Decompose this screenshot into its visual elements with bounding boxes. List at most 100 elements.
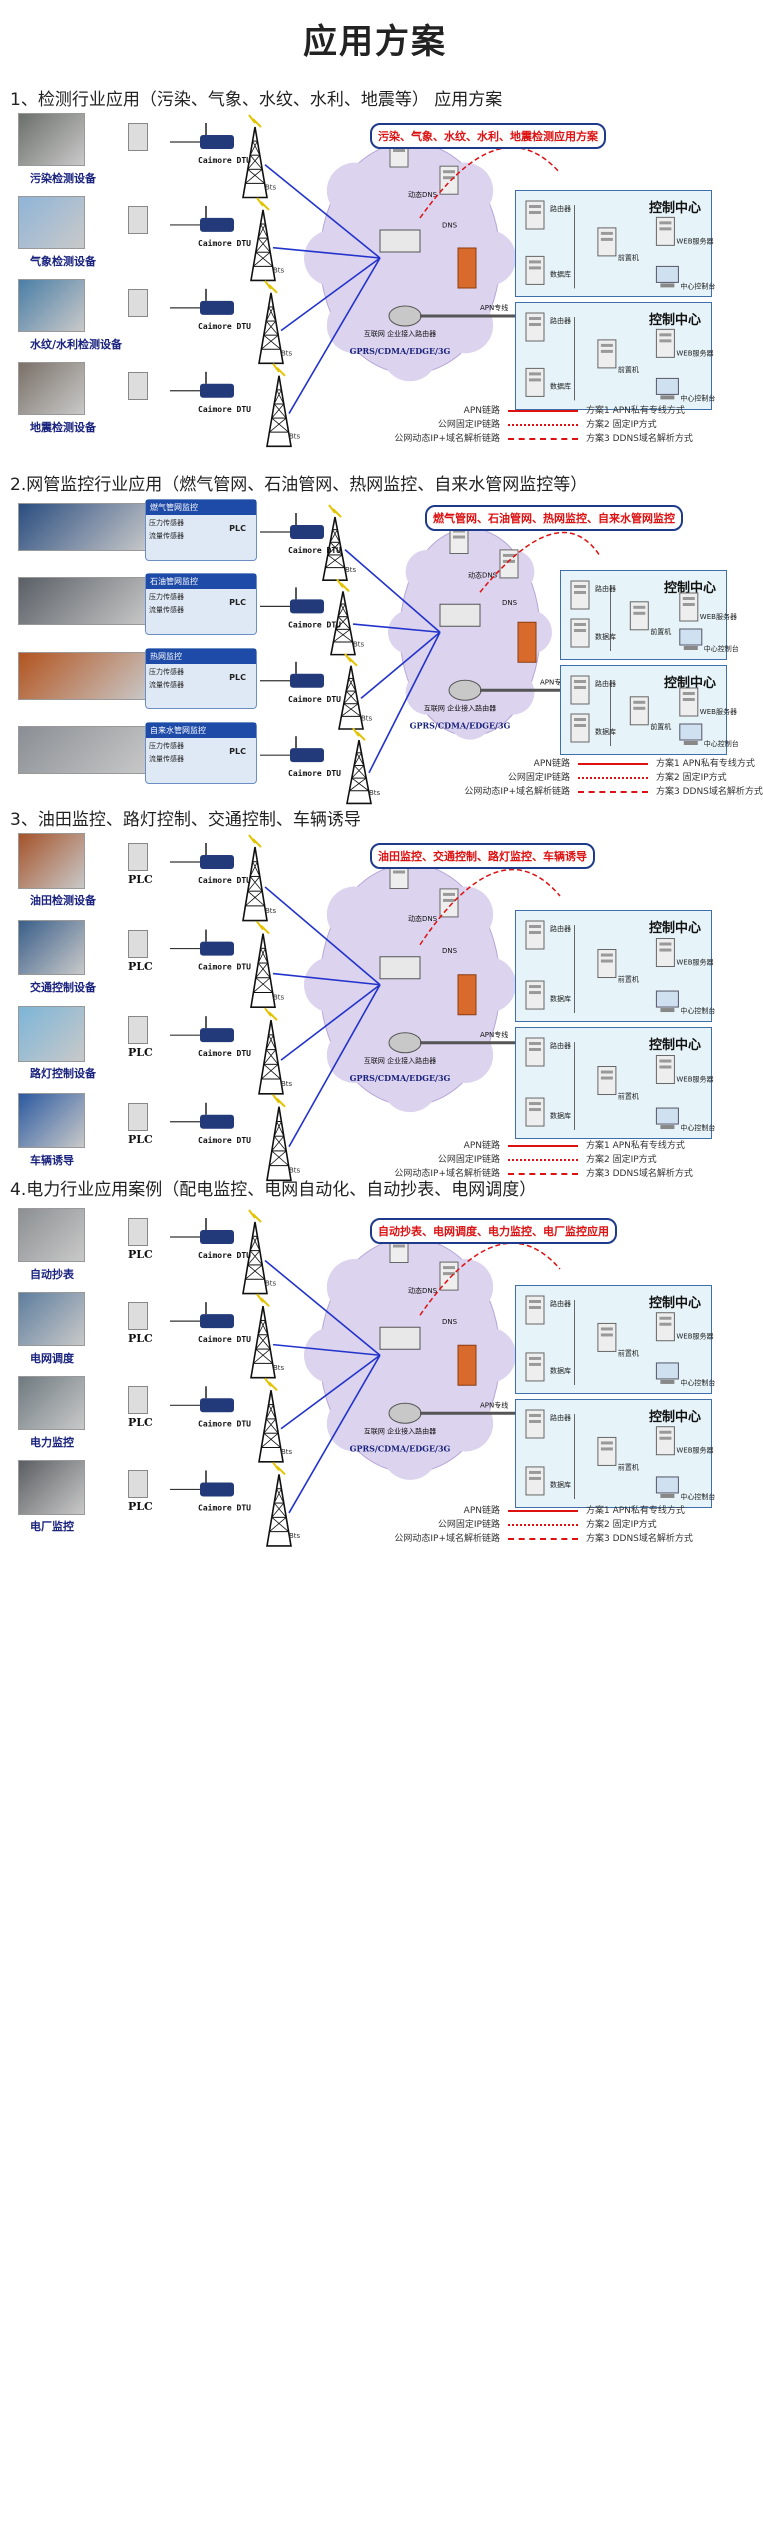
- cc-item-label: WEB服务器: [676, 236, 713, 245]
- cc-item-label: 路由器: [595, 679, 616, 688]
- cc-item-label: WEB服务器: [676, 349, 713, 358]
- router-label: 互联网 企业接入路由器: [364, 1056, 436, 1065]
- device-photo: [18, 1092, 85, 1149]
- dtu-label: Caimore DTU: [198, 1334, 251, 1344]
- dtu-device: [200, 941, 234, 956]
- cc-item-label: 中心控制台: [680, 1123, 715, 1132]
- gprs-label: GPRS/CDMA/EDGE/3G: [350, 346, 451, 356]
- wireless-link: [288, 1354, 381, 1514]
- plc-label: PLC: [128, 959, 153, 973]
- cc-item-label: 数据库: [550, 1366, 571, 1375]
- dtu-label: Caimore DTU: [198, 155, 251, 165]
- device-photo: [18, 1376, 85, 1431]
- page-title: 应用方案: [303, 22, 447, 62]
- device-caption: 水纹/水利检测设备: [30, 337, 123, 351]
- legend-right-label: 方案2 固定IP方式: [586, 420, 657, 430]
- plc-sensor-label: 流量传感器: [149, 755, 184, 764]
- legend-left-label: 公网固定IP链路: [437, 420, 500, 430]
- wireless-link: [280, 1354, 381, 1430]
- device-caption: 交通控制设备: [30, 980, 96, 994]
- bts-label: Bts: [345, 566, 357, 574]
- cc-item-label: WEB服务器: [676, 958, 713, 967]
- legend-left-label: 公网动态IP+域名解析链路: [394, 434, 500, 444]
- plc-label: PLC: [229, 524, 246, 533]
- device-caption: 电网调度: [30, 1351, 74, 1365]
- cc-item-label: WEB服务器: [676, 1075, 713, 1084]
- cc-item-label: 路由器: [550, 924, 571, 933]
- section-heading: 2.网管监控行业应用（燃气管网、石油管网、热网监控、自来水管网监控等）: [10, 475, 588, 495]
- terminal-device: [128, 1218, 148, 1246]
- device-photo: [18, 195, 85, 250]
- legend-line-sample: [508, 1144, 578, 1147]
- bts-tower: [242, 834, 268, 922]
- database-server: [525, 980, 545, 1010]
- front-server: [597, 339, 617, 369]
- device-caption: 车辆诱导: [30, 1153, 74, 1167]
- dtu-device: [200, 300, 234, 315]
- dns-label: DNS: [442, 221, 458, 229]
- bts-label: Bts: [361, 715, 373, 723]
- device-caption: 油田检测设备: [30, 894, 96, 908]
- dtu-device: [200, 1398, 234, 1413]
- database-server: [525, 1352, 545, 1382]
- network-diagram: 互联网 企业接入路由器GPRS/CDMA/EDGE/3G动态DNSDNSAPN专…: [170, 834, 561, 1182]
- dns-label: DNS: [442, 947, 458, 955]
- bts-label: Bts: [289, 432, 301, 440]
- console-pc: [655, 1107, 679, 1130]
- ddns-link: [419, 1242, 561, 1316]
- dtu-device: [200, 1314, 234, 1329]
- cc-item-label: 中心控制台: [680, 1378, 715, 1387]
- dtu-label: Caimore DTU: [198, 1418, 251, 1428]
- legend-left-label: 公网固定IP链路: [507, 773, 570, 783]
- wireless-link: [280, 257, 381, 332]
- cc-item-label: 数据库: [550, 1111, 571, 1120]
- router-icon: [388, 1032, 422, 1054]
- cc-item-label: 路由器: [550, 1413, 571, 1422]
- wireless-link: [264, 886, 381, 986]
- legend-row: APN链路方案1 APN私有专线方式: [370, 403, 685, 416]
- console-pc: [655, 1362, 679, 1384]
- device-caption: 电力监控: [30, 1435, 74, 1449]
- database-server: [525, 255, 545, 285]
- plc-label: PLC: [128, 873, 153, 886]
- switch-icon: [439, 603, 481, 627]
- router-icon: [448, 679, 482, 701]
- device-photo: [18, 651, 150, 700]
- cc-item-label: 数据库: [595, 632, 616, 641]
- console-pc: [679, 628, 703, 650]
- dns-server: [499, 549, 519, 579]
- wireless-link: [264, 1259, 381, 1356]
- dtu-label: Caimore DTU: [288, 619, 341, 629]
- legend-line-sample: [508, 1523, 578, 1526]
- legend-row: 公网固定IP链路 方案2 固定IP方式: [370, 417, 657, 430]
- solution-banner: 污染、气象、水纹、水利、地震检测应用方案: [370, 123, 606, 149]
- terminal-device: [128, 1016, 148, 1045]
- device-caption: 自动抄表: [30, 1267, 74, 1281]
- wireless-link: [288, 257, 381, 414]
- apn-line-label: APN专线: [480, 303, 508, 312]
- bts-label: Bts: [289, 1167, 301, 1175]
- terminal-device: [128, 929, 148, 958]
- legend-left-label: 公网动态IP+域名解析链路: [464, 787, 570, 797]
- front-server: [597, 1066, 617, 1096]
- web-server: [655, 1055, 675, 1085]
- plc-sensor-label: 流量传感器: [149, 680, 184, 689]
- bts-tower: [266, 363, 292, 448]
- bts-tower: [330, 578, 356, 656]
- wireless-link: [280, 984, 381, 1061]
- bts-tower: [346, 727, 372, 805]
- legend-left-label: APN链路: [463, 406, 500, 416]
- legend-line-sample: [508, 409, 578, 412]
- router-label: 互联网 企业接入路由器: [424, 703, 496, 712]
- router-server: [525, 312, 545, 342]
- bts-tower: [258, 1377, 284, 1463]
